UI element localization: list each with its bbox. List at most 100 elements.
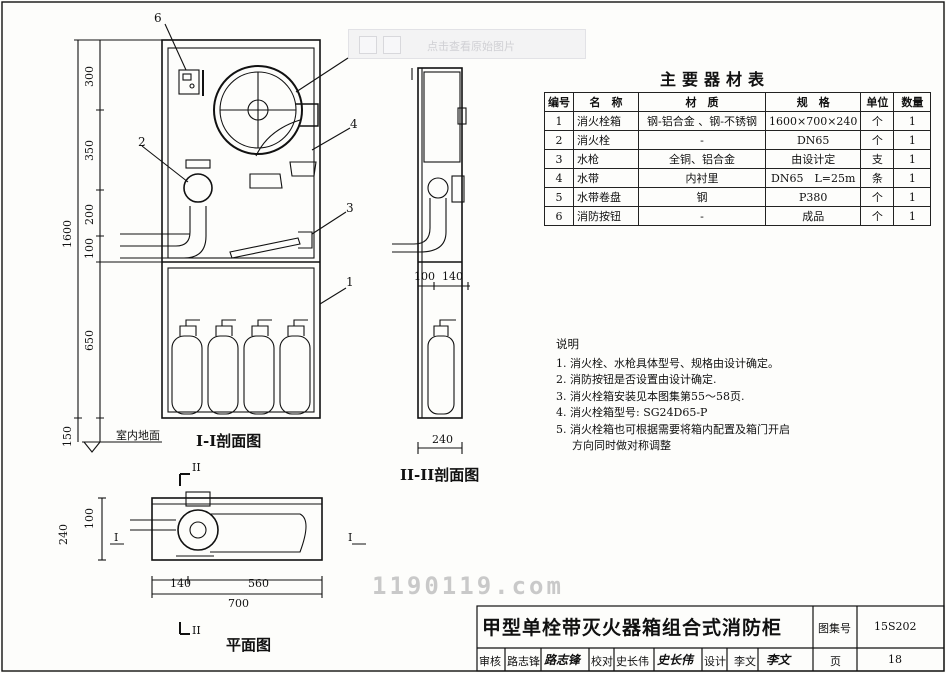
table-row: 1 消火栓箱 钢-铝合金 、钢-不锈钢 1600×700×240 个 1 (544, 111, 932, 131)
review-label: 审核 (479, 655, 501, 668)
dim-plan-240: 240 (57, 524, 70, 545)
zoom-icon[interactable] (359, 36, 377, 54)
extinguishers (171, 319, 311, 415)
col-header: 规 格 (764, 92, 862, 112)
plan-view (98, 473, 366, 635)
cell: 消防按钮 (573, 206, 639, 226)
title-block (476, 605, 945, 672)
dim-side-240: 240 (432, 433, 453, 446)
table-header-row: 编号 名 称 材 质 规 格 单位 数量 (544, 92, 932, 112)
atlas-number: 15S202 (874, 620, 917, 633)
floor-label: 室内地面 (116, 429, 160, 442)
dim-plan-100: 100 (83, 508, 96, 529)
notes-title: 说明 (556, 337, 579, 351)
note-item: 2. 消防按钮是否设置由设计确定. (556, 373, 717, 386)
callout-2: 2 (138, 135, 146, 149)
cell: 个 (860, 206, 895, 226)
plan-title: 平面图 (226, 636, 272, 654)
cell: 钢 (638, 187, 766, 207)
designer-signature: 李文 (766, 653, 791, 667)
note-item: 4. 消火栓箱型号: SG24D65-P (556, 406, 708, 419)
cell: 水枪 (573, 149, 639, 169)
cell: 水带 (573, 168, 639, 188)
col-header: 材 质 (638, 92, 766, 112)
check-label: 校对 (591, 655, 613, 668)
callout-6: 6 (154, 11, 162, 25)
dim-side-100: 100 (414, 270, 435, 283)
cell: 1 (893, 149, 932, 169)
cut-mark-right: I (348, 531, 353, 544)
cell: P380 (764, 187, 862, 207)
col-header: 单位 (860, 92, 895, 112)
reviewer-name: 路志锋 (507, 655, 540, 668)
section-2-title: II-II剖面图 (400, 466, 480, 484)
front-view (74, 23, 351, 453)
cell: 1 (893, 111, 932, 131)
cell: DN65 L=25m (764, 168, 862, 188)
dim-650: 650 (83, 330, 96, 351)
table-row: 5 水带卷盘 钢 P380 个 1 (544, 187, 932, 207)
dim-plan-560: 560 (248, 577, 269, 590)
image-toolbar: 点击查看原始图片 (348, 29, 586, 59)
dim-150: 150 (61, 426, 74, 447)
cell: - (638, 206, 766, 226)
table-row: 4 水带 内衬里 DN65 L=25m 条 1 (544, 168, 932, 188)
callout-3: 3 (346, 201, 354, 215)
page-number: 18 (888, 653, 902, 666)
view-original-link[interactable]: 点击查看原始图片 (427, 40, 515, 53)
cell: 条 (860, 168, 895, 188)
fullscreen-icon[interactable] (383, 36, 401, 54)
cell: 个 (860, 111, 895, 131)
dim-300: 300 (83, 66, 96, 87)
dim-plan-140: 140 (170, 577, 191, 590)
note-item: 1. 消火栓、水枪具体型号、规格由设计确定。 (556, 356, 779, 370)
table-row: 2 消火栓 - DN65 个 1 (544, 130, 932, 150)
dim-100: 100 (83, 238, 96, 259)
cell: 5 (544, 187, 574, 207)
materials-table: 编号 名 称 材 质 规 格 单位 数量 1 消火栓箱 钢-铝合金 、钢-不锈钢… (544, 92, 932, 226)
cell: 支 (860, 149, 895, 169)
watermark: 1190119.com (372, 572, 564, 600)
cell: 6 (544, 206, 574, 226)
cell: 1600×700×240 (764, 111, 862, 131)
reviewer-signature: 路志锋 (544, 653, 581, 667)
page-label: 页 (830, 655, 841, 668)
cell: 4 (544, 168, 574, 188)
table-row: 3 水枪 全铜、铝合金 由设计定 支 1 (544, 149, 932, 169)
col-header: 名 称 (573, 92, 639, 112)
cell: 2 (544, 130, 574, 150)
callout-1: 1 (346, 275, 354, 289)
dim-200: 200 (83, 204, 96, 225)
table-row: 6 消防按钮 - 成品 个 1 (544, 206, 932, 226)
materials-title: 主要器材表 (660, 70, 771, 89)
dim-side-140: 140 (442, 270, 463, 283)
dim-1600: 1600 (61, 220, 74, 248)
drawing-title: 甲型单栓带灭火器箱组合式消防柜 (482, 617, 783, 639)
note-item: 5. 消火栓箱也可根据需要将箱内配置及箱门开启 (556, 422, 790, 436)
side-view (392, 67, 470, 454)
cell: 1 (544, 111, 574, 131)
cell: 1 (893, 206, 932, 226)
section-1-title: I-I剖面图 (196, 432, 262, 450)
cell: 1 (893, 130, 932, 150)
cut-mark-top: II (192, 461, 201, 474)
cell: 由设计定 (764, 149, 862, 169)
dim-350: 350 (83, 140, 96, 161)
designer-name: 李文 (734, 655, 756, 668)
cell: 1 (893, 187, 932, 207)
checker-name: 史长伟 (616, 655, 649, 668)
cell: 水带卷盘 (573, 187, 639, 207)
cell: 钢-铝合金 、钢-不锈钢 (638, 111, 766, 131)
cell: 消火栓 (573, 130, 639, 150)
col-header: 数量 (893, 92, 932, 112)
col-header: 编号 (544, 92, 574, 112)
note-item: 3. 消火栓箱安装见本图集第55～58页. (556, 389, 745, 403)
cell: 3 (544, 149, 574, 169)
notes: 说明 1. 消火栓、水枪具体型号、规格由设计确定。 2. 消防按钮是否设置由设计… (556, 336, 790, 455)
dim-plan-700: 700 (228, 597, 249, 610)
cell: - (638, 130, 766, 150)
design-label: 设计 (704, 655, 726, 668)
cell: 个 (860, 130, 895, 150)
